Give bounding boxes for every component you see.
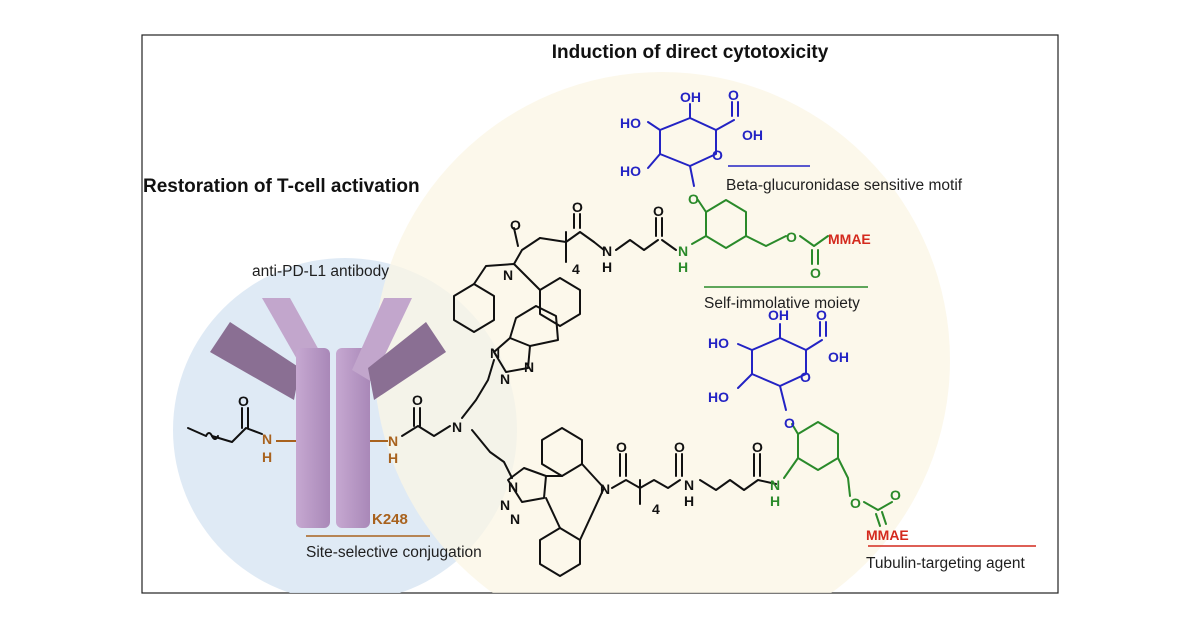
hydrogen-atom: H xyxy=(262,449,272,465)
hydrogen-atom: H xyxy=(678,259,688,275)
hydroxyl-label: OH xyxy=(828,349,849,365)
hydroxyl-label: OH xyxy=(742,127,763,143)
site-selective-label: Site-selective conjugation xyxy=(306,544,482,561)
beta-gluc-label: Beta-glucuronidase sensitive motif xyxy=(726,177,963,194)
oxygen-atom: O xyxy=(616,439,627,455)
oxygen-atom: O xyxy=(712,147,723,163)
oxygen-atom: O xyxy=(850,495,861,511)
oxygen-atom: O xyxy=(674,439,685,455)
nitrogen-atom: N xyxy=(602,243,612,259)
nitrogen-atom: N xyxy=(510,511,520,527)
lower-dbco-triazole xyxy=(507,427,605,577)
antibody-shape xyxy=(210,298,446,528)
nitrogen-atom: N xyxy=(770,477,780,493)
nitrogen-atom: N xyxy=(678,243,688,259)
oxygen-atom: O xyxy=(688,191,699,207)
nitrogen-atom: N xyxy=(262,431,272,447)
antibody-label: anti-PD-L1 antibody xyxy=(252,263,389,280)
nitrogen-atom: N xyxy=(600,481,610,497)
oxygen-atom: O xyxy=(890,487,901,503)
nitrogen-atom: N xyxy=(508,479,518,495)
oxygen-atom: O xyxy=(510,217,521,233)
central-linker xyxy=(401,359,513,479)
k248-label: K248 xyxy=(372,511,408,528)
hydroxyl-label: HO xyxy=(620,163,641,179)
oxygen-atom: O xyxy=(816,307,827,323)
oxygen-atom: O xyxy=(238,393,249,409)
lower-self-immolative-ring xyxy=(783,421,893,527)
oxygen-atom: O xyxy=(810,265,821,281)
oxygen-atom: O xyxy=(800,369,811,385)
lower-chain xyxy=(611,453,777,505)
nitrogen-atom: N xyxy=(684,477,694,493)
lower-glucuronide xyxy=(737,321,827,411)
self-immolative-label: Self-immolative moiety xyxy=(704,295,860,312)
mmae-label: MMAE xyxy=(866,527,909,543)
oxygen-atom: O xyxy=(752,439,763,455)
oxygen-atom: O xyxy=(653,203,664,219)
nitrogen-atom: N xyxy=(500,371,510,387)
title-t-cell: Restoration of T-cell activation xyxy=(143,176,420,197)
hydroxyl-label: HO xyxy=(620,115,641,131)
hydroxyl-label: OH xyxy=(680,89,701,105)
upper-glucuronide xyxy=(647,101,739,187)
nitrogen-atom: N xyxy=(490,345,500,361)
hydrogen-atom: H xyxy=(602,259,612,275)
oxygen-atom: O xyxy=(572,199,583,215)
subscript-4: 4 xyxy=(652,501,660,517)
mmae-label: MMAE xyxy=(828,231,871,247)
left-amide-linker xyxy=(187,407,263,443)
nitrogen-atom: N xyxy=(524,359,534,375)
hydrogen-atom: H xyxy=(388,450,398,466)
hydroxyl-label: HO xyxy=(708,389,729,405)
nitrogen-atom: N xyxy=(500,497,510,513)
nitrogen-atom: N xyxy=(503,267,513,283)
hydroxyl-label: HO xyxy=(708,335,729,351)
nitrogen-atom: N xyxy=(452,419,462,435)
title-cytotoxicity: Induction of direct cytotoxicity xyxy=(552,42,829,63)
hydroxyl-label: OH xyxy=(768,307,789,323)
oxygen-atom: O xyxy=(786,229,797,245)
upper-chain xyxy=(539,213,677,263)
tubulin-label: Tubulin-targeting agent xyxy=(866,555,1026,572)
upper-dbco-triazole xyxy=(453,227,581,373)
hydrogen-atom: H xyxy=(684,493,694,509)
hydrogen-atom: H xyxy=(770,493,780,509)
nitrogen-atom: N xyxy=(388,433,398,449)
subscript-4: 4 xyxy=(572,261,580,277)
oxygen-atom: O xyxy=(728,87,739,103)
oxygen-atom: O xyxy=(412,392,423,408)
upper-self-immolative-ring xyxy=(691,199,829,265)
oxygen-atom: O xyxy=(784,415,795,431)
